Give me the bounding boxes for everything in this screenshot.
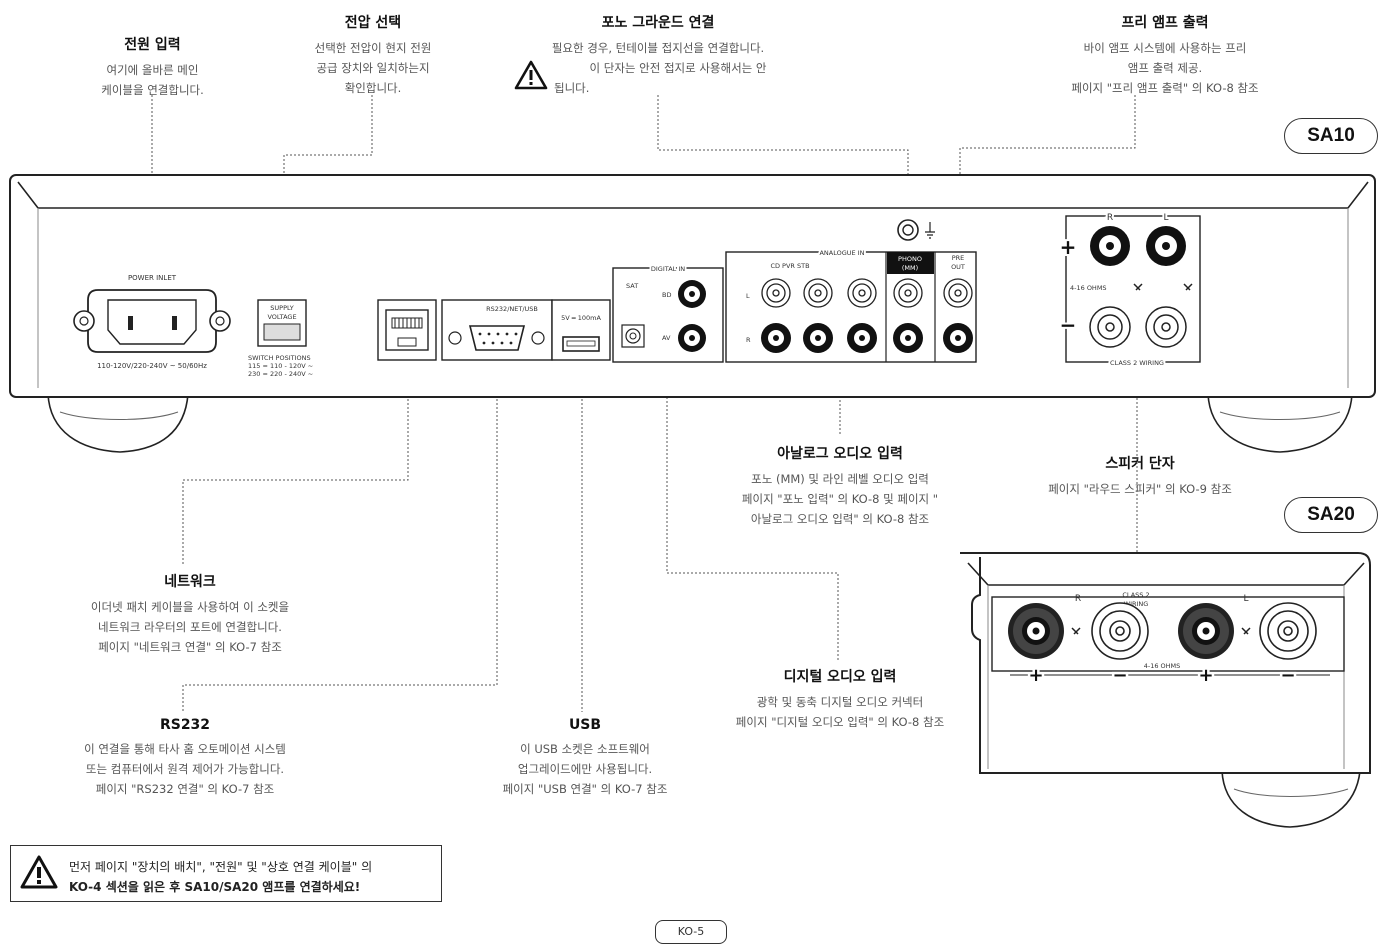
callout-line: 페이지 "USB 연결" 의 KO-7 참조 — [502, 782, 668, 796]
callout-line: 페이지 "디지털 오디오 입력" 의 KO-8 참조 — [735, 715, 945, 729]
callout-title: 네트워크 — [164, 574, 216, 590]
callout-usb: USB 이 USB 소켓은 소프트웨어 업그레이드에만 사용됩니다. 페이지 "… — [475, 717, 695, 799]
callout-line: 이 단자는 안전 접지로 사용해서는 안 — [589, 61, 767, 75]
callout-line: 이 연결을 통해 타사 홈 오토메이션 시스템 — [84, 742, 286, 756]
callout-line: 업그레이드에만 사용됩니다. — [517, 762, 653, 776]
callout-line: 확인합니다. — [344, 81, 402, 95]
callout-line: 필요한 경우, 턴테이블 접지선을 연결합니다. — [551, 41, 765, 55]
channel-r-label: R — [746, 336, 751, 344]
analogue-in-label: ANALOGUE IN — [819, 249, 864, 257]
callout-title: USB — [568, 717, 602, 733]
callout-line: 네트워크 라우터의 포트에 연결합니다. — [98, 620, 282, 634]
model-badge-sa10: SA10 — [1284, 118, 1378, 154]
sa20-ohms-label: 4-16 OHMS — [1144, 662, 1181, 670]
plus-label: + — [1060, 235, 1077, 259]
callout-line: 포노 (MM) 및 라인 레벨 오디오 입력 — [751, 472, 929, 486]
callout-title: 포노 그라운드 연결 — [601, 15, 715, 31]
power-inlet-label: POWER INLET — [128, 274, 177, 282]
callout-line: 공급 장치와 일치하는지 — [316, 61, 430, 75]
callout-line: 이더넷 패치 케이블을 사용하여 이 소켓을 — [90, 600, 290, 614]
switch-positions-label: SWITCH POSITIONS — [248, 354, 311, 362]
speaker-r-label: R — [1107, 213, 1113, 223]
callout-line: 또는 컴퓨터에서 원격 제어가 가능합니다. — [85, 762, 285, 776]
callout-network: 네트워크 이더넷 패치 케이블을 사용하여 이 소켓을 네트워크 라우터의 포트… — [40, 571, 340, 657]
callout-line: 페이지 "RS232 연결" 의 KO-7 참조 — [95, 782, 275, 796]
callout-line: 바이 앰프 시스템에 사용하는 프리 — [1083, 41, 1247, 55]
callout-title: 전압 선택 — [344, 15, 402, 31]
digital-in-label: DIGITAL IN — [651, 265, 685, 273]
sa20-plus-label: + — [1028, 665, 1043, 686]
pre-out-label: OUT — [951, 263, 965, 271]
channel-l-label: L — [746, 292, 750, 300]
callout-title: 아날로그 오디오 입력 — [777, 446, 903, 462]
callout-speaker-terminals: 스피커 단자 페이지 "라우드 스피커" 의 KO-9 참조 — [1015, 453, 1265, 499]
callout-line: 여기에 올바른 메인 — [106, 63, 199, 77]
connection-note-box: 먼저 페이지 "장치의 배치", "전원" 및 "상호 연결 케이블" 의 KO… — [10, 845, 442, 902]
callout-line: 페이지 "라우드 스피커" 의 KO-9 참조 — [1048, 482, 1232, 496]
callout-line: 아날로그 오디오 입력" 의 KO-8 참조 — [750, 512, 930, 526]
callout-line: 이 USB 소켓은 소프트웨어 — [520, 742, 650, 756]
sa20-l-label: L — [1243, 594, 1248, 604]
page-number: KO-5 — [655, 920, 727, 944]
model-badge-sa20: SA20 — [1284, 497, 1378, 533]
callout-title: 스피커 단자 — [1105, 456, 1175, 472]
ohms-label: 4-16 OHMS — [1070, 284, 1107, 292]
callout-line: 페이지 "네트워크 연결" 의 KO-7 참조 — [98, 640, 282, 654]
sa20-r-label: R — [1075, 594, 1081, 604]
callout-line: 케이블을 연결합니다. — [101, 83, 204, 97]
callout-power-inlet: 전원 입력 여기에 올바른 메인 케이블을 연결합니다. — [70, 34, 235, 100]
power-rating-label: 110-120V/220-240V ~ 50/60Hz — [97, 362, 207, 370]
note-line: 먼저 페이지 "장치의 배치", "전원" 및 "상호 연결 케이블" 의 — [69, 860, 373, 874]
callout-line: 페이지 "포노 입력" 의 KO-8 및 페이지 " — [741, 492, 939, 506]
phono-label: (MM) — [902, 264, 918, 272]
note-line: KO-4 섹션을 읽은 후 SA10/SA20 앰프를 연결하세요! — [69, 880, 361, 894]
callout-phono-ground: 포노 그라운드 연결 필요한 경우, 턴테이블 접지선을 연결합니다. 이 단자… — [508, 12, 808, 98]
callout-title: 전원 입력 — [124, 37, 181, 53]
switch-positions-label: 230 = 220 - 240V ~ — [248, 370, 313, 378]
sa20-class2-label: CLASS 2 — [1122, 591, 1149, 599]
sa20-class2-label: WIRING — [1124, 600, 1149, 608]
sa20-minus-label: − — [1280, 665, 1295, 686]
minus-label: − — [1060, 313, 1077, 337]
av-label: AV — [662, 334, 671, 342]
callout-title: RS232 — [159, 717, 211, 733]
supply-voltage-label: VOLTAGE — [267, 313, 296, 321]
sat-label: SAT — [626, 282, 638, 290]
callout-line: 됩니다. — [554, 81, 590, 95]
phono-label: PHONO — [898, 255, 922, 263]
pre-out-label: PRE — [952, 254, 965, 262]
callout-analogue-input: 아날로그 오디오 입력 포노 (MM) 및 라인 레벨 오디오 입력 페이지 "… — [705, 443, 975, 529]
callout-line: 페이지 "프리 앰프 출력" 의 KO-8 참조 — [1071, 81, 1259, 95]
callout-rs232: RS232 이 연결을 통해 타사 홈 오토메이션 시스템 또는 컴퓨터에서 원… — [35, 717, 335, 799]
callout-line: 앰프 출력 제공. — [1127, 61, 1203, 75]
sa20-rear-panel: CLASS 2 WIRING R L 4-16 OHMS + − + − — [960, 552, 1371, 828]
callout-voltage-select: 전압 선택 선택한 전압이 현지 전원 공급 장치와 일치하는지 확인합니다. — [283, 12, 463, 98]
callout-line: 광학 및 동축 디지털 오디오 커넥터 — [756, 695, 924, 709]
sa20-minus-label: − — [1112, 665, 1127, 686]
callout-line: 선택한 전압이 현지 전원 — [314, 41, 432, 55]
warning-icon — [20, 855, 58, 889]
class2-label: CLASS 2 WIRING — [1110, 359, 1164, 367]
usb-rating-label: 5V ═ 100mA — [561, 314, 601, 322]
switch-positions-label: 115 = 110 - 120V ~ — [248, 362, 313, 370]
supply-voltage-label: SUPPLY — [270, 304, 293, 312]
callout-digital-input: 디지털 오디오 입력 광학 및 동축 디지털 오디오 커넥터 페이지 "디지털 … — [700, 666, 980, 732]
callout-title: 프리 앰프 출력 — [1121, 15, 1209, 31]
sa20-plus-label: + — [1198, 665, 1213, 686]
sa10-rear-panel: POWER INLET 110-120V/220-240V ~ 50/60Hz … — [9, 174, 1376, 453]
warning-icon — [514, 60, 548, 90]
callout-preamp-out: 프리 앰프 출력 바이 앰프 시스템에 사용하는 프리 앰프 출력 제공. 페이… — [1040, 12, 1290, 98]
rs232-usb-label: RS232/NET/USB — [486, 305, 538, 313]
callout-title: 디지털 오디오 입력 — [783, 669, 897, 685]
speaker-l-label: L — [1163, 213, 1168, 223]
cd-pvr-stb-label: CD PVR STB — [770, 262, 809, 270]
bd-label: BD — [662, 291, 671, 299]
